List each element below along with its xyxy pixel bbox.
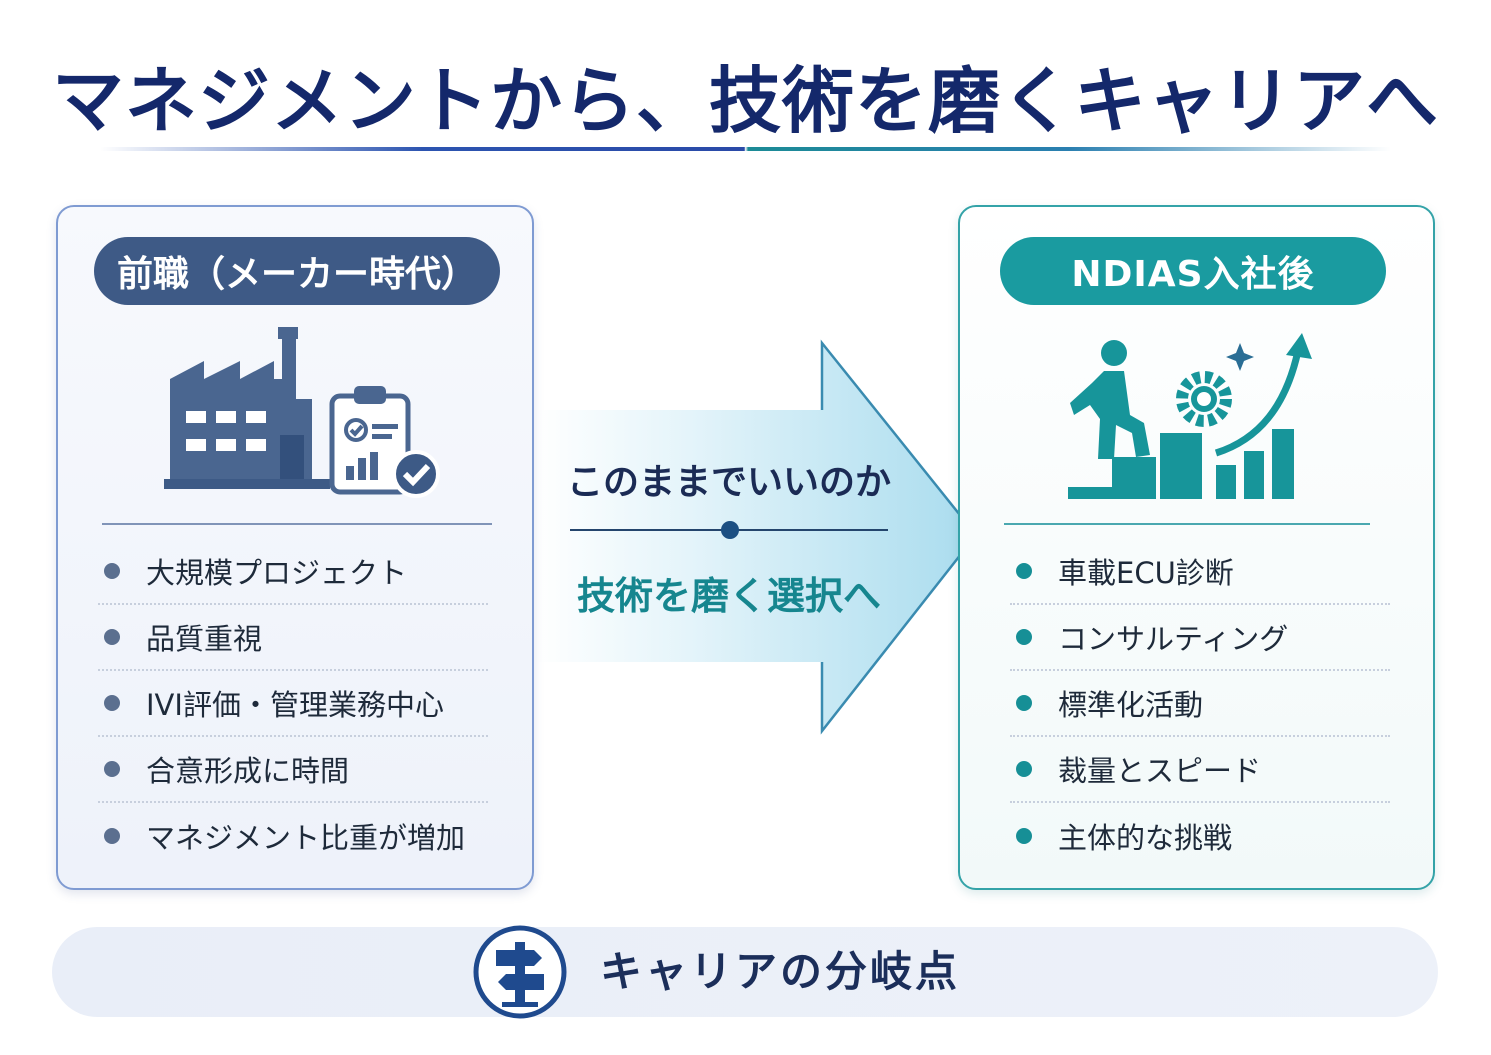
bullet-dot <box>1016 828 1032 844</box>
list-item-text: 裁量とスピード <box>1058 754 1262 788</box>
list-item-text: 合意形成に時間 <box>146 754 350 788</box>
arrow-choice-text: 技術を磨く選択へ <box>576 574 881 618</box>
list-item-text: 品質重視 <box>146 622 263 656</box>
list-item-text: 標準化活動 <box>1058 688 1204 722</box>
transition-arrow <box>535 339 978 735</box>
list-item-text: 大規模プロジェクト <box>146 556 408 590</box>
list-item: 大規模プロジェクト <box>98 539 488 605</box>
list-item-text: IVI評価・管理業務中心 <box>146 688 444 722</box>
list-item: 合意形成に時間 <box>98 737 488 803</box>
list-item-text: 主体的な挑戦 <box>1058 821 1233 855</box>
title-underline <box>100 147 1391 151</box>
signpost-icon <box>473 925 567 1019</box>
page-title: マネジメントから、技術を磨くキャリアへ <box>51 59 1439 143</box>
bullet-dot <box>1016 761 1032 777</box>
bullet-dot <box>104 629 120 645</box>
bullet-dot <box>1016 695 1032 711</box>
after-joining-panel: NDIAS入社後 車載ECU診断 コンサルティング 標準化活動 裁量とスピード … <box>958 205 1435 890</box>
list-item: 裁量とスピード <box>1010 737 1390 803</box>
bullet-dot <box>104 828 120 844</box>
bullet-dot <box>1016 563 1032 579</box>
list-item: 車載ECU診断 <box>1010 539 1390 605</box>
list-item: マネジメント比重が増加 <box>98 803 488 869</box>
list-item-text: 車載ECU診断 <box>1058 556 1234 590</box>
career-crossroads-text: キャリアの分岐点 <box>600 947 961 996</box>
career-growth-icon <box>1068 333 1312 499</box>
after-joining-list: 車載ECU診断 コンサルティング 標準化活動 裁量とスピード 主体的な挑戦 <box>1010 539 1390 869</box>
bullet-dot <box>104 563 120 579</box>
clipboard-check-icon <box>329 386 440 498</box>
right-divider <box>1004 523 1370 525</box>
list-item: 標準化活動 <box>1010 671 1390 737</box>
previous-job-panel: 前職（メーカー時代） 大規模プロジェクト 品質重視 IVI評価・管理業務中心 合… <box>56 205 534 890</box>
list-item: 主体的な挑戦 <box>1010 803 1390 869</box>
list-item: コンサルティング <box>1010 605 1390 671</box>
career-crossroads-banner: キャリアの分岐点 <box>52 925 1438 1019</box>
previous-job-list: 大規模プロジェクト 品質重視 IVI評価・管理業務中心 合意形成に時間 マネジメ… <box>98 539 488 869</box>
list-item-text: マネジメント比重が増加 <box>146 821 466 855</box>
list-item-text: コンサルティング <box>1058 622 1289 656</box>
after-joining-label: NDIAS入社後 <box>1000 237 1386 305</box>
bullet-dot <box>104 695 120 711</box>
left-divider <box>102 523 492 525</box>
factory-icon <box>164 327 330 489</box>
arrow-question-text: このままでいいのか <box>566 462 891 503</box>
list-item: IVI評価・管理業務中心 <box>98 671 488 737</box>
list-item: 品質重視 <box>98 605 488 671</box>
previous-job-label: 前職（メーカー時代） <box>94 237 500 305</box>
bullet-dot <box>1016 629 1032 645</box>
bullet-dot <box>104 761 120 777</box>
